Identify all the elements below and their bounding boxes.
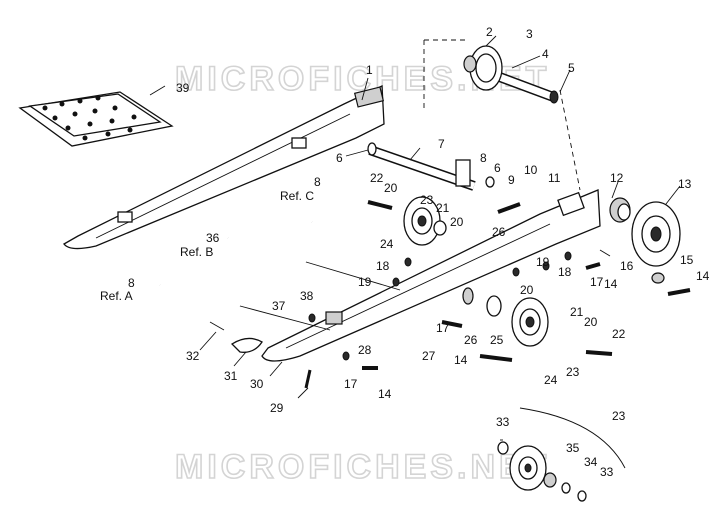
label-23b: 23	[566, 365, 580, 379]
label-17c: 17	[344, 377, 358, 391]
label-21b: 21	[570, 305, 584, 319]
label-1: 1	[366, 63, 373, 77]
label-22a: 22	[370, 171, 384, 185]
idler-axle-assembly	[423, 39, 581, 191]
lower-idler-wheel	[462, 287, 549, 347]
label-19a: 19	[358, 275, 372, 289]
wheel-kit-exploded	[497, 407, 626, 502]
label-35: 35	[566, 441, 580, 455]
label-14d: 14	[378, 387, 392, 401]
label-22b: 22	[612, 327, 626, 341]
center-idler-wheel	[403, 196, 447, 246]
label-6b: 6	[494, 161, 501, 175]
rear-rail	[63, 84, 385, 250]
label-14c: 14	[454, 353, 468, 367]
label-23c: 23	[612, 409, 626, 423]
label-36: 36	[206, 231, 220, 245]
label-37: 37	[272, 299, 286, 313]
part-labels: 1 2 3 4 5 6 6 7 8 8 9 10 11 12 13 14 14 …	[100, 25, 710, 479]
label-39: 39	[176, 81, 190, 95]
label-21a: 21	[436, 201, 450, 215]
label-7: 7	[438, 137, 445, 151]
label-17a: 17	[590, 275, 604, 289]
label-33a: 33	[496, 415, 510, 429]
label-14a: 14	[696, 269, 710, 283]
label-11: 11	[548, 171, 561, 185]
label-4: 4	[542, 47, 549, 61]
label-32: 32	[186, 349, 200, 363]
large-idler-wheel	[609, 197, 681, 267]
label-18a: 18	[376, 259, 390, 273]
slide-bumper	[209, 321, 263, 353]
label-8-ref-a-number: 8	[128, 276, 135, 290]
ref-c-label: Ref. C	[280, 189, 314, 203]
leader-lines	[199, 35, 681, 441]
label-20b: 20	[450, 215, 464, 229]
ref-b-label: Ref. B	[180, 245, 213, 259]
label-12: 12	[610, 171, 624, 185]
label-24a: 24	[380, 237, 394, 251]
label-34: 34	[584, 455, 598, 469]
label-8a: 8	[314, 175, 321, 189]
label-27: 27	[422, 349, 436, 363]
label-19b: 19	[536, 255, 550, 269]
label-9: 9	[508, 173, 515, 187]
label-10: 10	[524, 163, 538, 177]
label-38: 38	[300, 289, 314, 303]
watermark-bottom: MICROFICHES.NET	[175, 448, 550, 486]
label-29: 29	[270, 401, 284, 415]
ref-a-label: Ref. A	[100, 289, 133, 303]
track-clip-strip	[18, 85, 174, 147]
label-5: 5	[568, 61, 575, 75]
cross-shafts	[158, 143, 472, 331]
label-25: 25	[490, 333, 504, 347]
label-2: 2	[486, 25, 493, 39]
label-20d: 20	[584, 315, 598, 329]
label-26b: 26	[464, 333, 478, 347]
label-18b: 18	[558, 265, 572, 279]
label-8b: 8	[480, 151, 487, 165]
label-3: 3	[526, 27, 533, 41]
label-16: 16	[620, 259, 634, 273]
label-23a: 23	[420, 193, 434, 207]
label-33b: 33	[600, 465, 614, 479]
label-6a: 6	[336, 151, 343, 165]
label-28: 28	[358, 343, 372, 357]
bolts	[304, 200, 691, 389]
label-13: 13	[678, 177, 692, 191]
label-17b: 17	[436, 321, 450, 335]
label-20c: 20	[520, 283, 534, 297]
label-26a: 26	[492, 225, 506, 239]
label-30: 30	[250, 377, 264, 391]
label-15: 15	[680, 253, 694, 267]
axle-shaft	[367, 142, 495, 191]
label-14b: 14	[604, 277, 618, 291]
label-24b: 24	[544, 373, 558, 387]
front-rail	[261, 189, 601, 362]
label-20a: 20	[384, 181, 398, 195]
label-31: 31	[224, 369, 238, 383]
